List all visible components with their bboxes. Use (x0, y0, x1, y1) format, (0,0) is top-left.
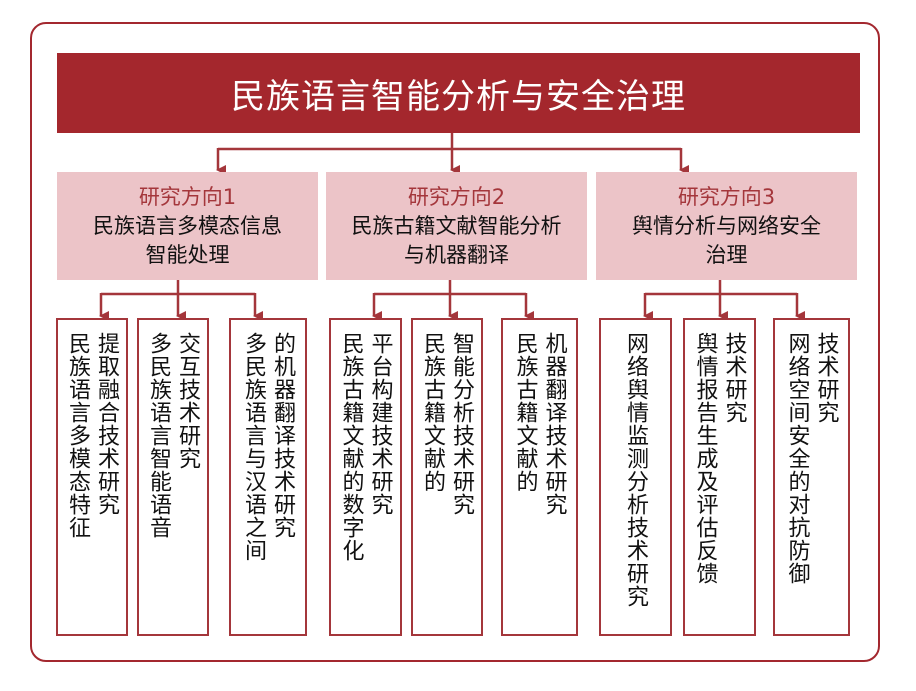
direction-name-line: 民族古籍文献智能分析 (351, 213, 562, 238)
topic-line: 民族古籍文献的 (512, 332, 538, 493)
topic-line: 民族古籍文献的 (420, 332, 445, 493)
topic-line: 技术研究 (721, 332, 747, 424)
topic-line: 智能分析技术研究 (449, 332, 474, 516)
topic-line: 技术研究 (813, 332, 839, 424)
direction-label: 研究方向1 (138, 184, 237, 209)
topic-box: 网络空间安全的对抗防御技术研究 (773, 318, 850, 636)
topic-line: 民族古籍文献的数字化 (338, 332, 364, 562)
topic-box: 民族语言多模态特征提取融合技术研究 (56, 318, 128, 636)
connector (374, 280, 526, 296)
direction-name-line: 民族语言多模态信息 (93, 213, 282, 238)
topic-box: 民族古籍文献的机器翻译技术研究 (501, 318, 578, 636)
topic-line: 网络舆情监测分析技术研究 (623, 332, 648, 608)
topic-line: 舆情报告生成及评估反馈 (692, 332, 718, 585)
topic-line: 机器翻译技术研究 (541, 332, 567, 516)
topic-line: 多民族语言与汉语之间 (241, 332, 266, 562)
direction-label: 研究方向2 (407, 184, 506, 209)
topic-box: 民族古籍文献的数字化平台构建技术研究 (329, 318, 402, 636)
direction-2-box: 研究方向2 民族古籍文献智能分析 与机器翻译 (326, 172, 587, 280)
topic-line: 多民族语言智能语音 (146, 332, 171, 539)
topic-box: 多民族语言智能语音交互技术研究 (137, 318, 209, 636)
topic-line: 提取融合技术研究 (94, 332, 119, 516)
direction-label: 研究方向3 (677, 184, 776, 209)
direction-name-line: 与机器翻译 (404, 242, 509, 267)
direction-name-line: 治理 (705, 242, 748, 267)
connector (218, 133, 681, 151)
topic-line: 的机器翻译技术研究 (270, 332, 295, 539)
outer-frame (30, 22, 880, 662)
topic-line: 平台构建技术研究 (367, 332, 393, 516)
connector (101, 280, 255, 296)
topic-box: 民族古籍文献的智能分析技术研究 (411, 318, 483, 636)
topic-line: 网络空间安全的对抗防御 (784, 332, 810, 585)
direction-1-box: 研究方向1 民族语言多模态信息 智能处理 (57, 172, 318, 280)
direction-name-line: 舆情分析与网络安全 (632, 213, 821, 238)
main-title: 民族语言智能分析与安全治理 (57, 53, 860, 133)
direction-3-box: 研究方向3 舆情分析与网络安全 治理 (596, 172, 857, 280)
topic-line: 民族语言多模态特征 (65, 332, 90, 539)
topic-box: 网络舆情监测分析技术研究 (599, 318, 672, 636)
topic-box: 多民族语言与汉语之间的机器翻译技术研究 (229, 318, 307, 636)
topic-line: 交互技术研究 (175, 332, 200, 470)
direction-name-line: 智能处理 (145, 242, 230, 267)
connector (645, 280, 797, 296)
topic-box: 舆情报告生成及评估反馈技术研究 (683, 318, 756, 636)
